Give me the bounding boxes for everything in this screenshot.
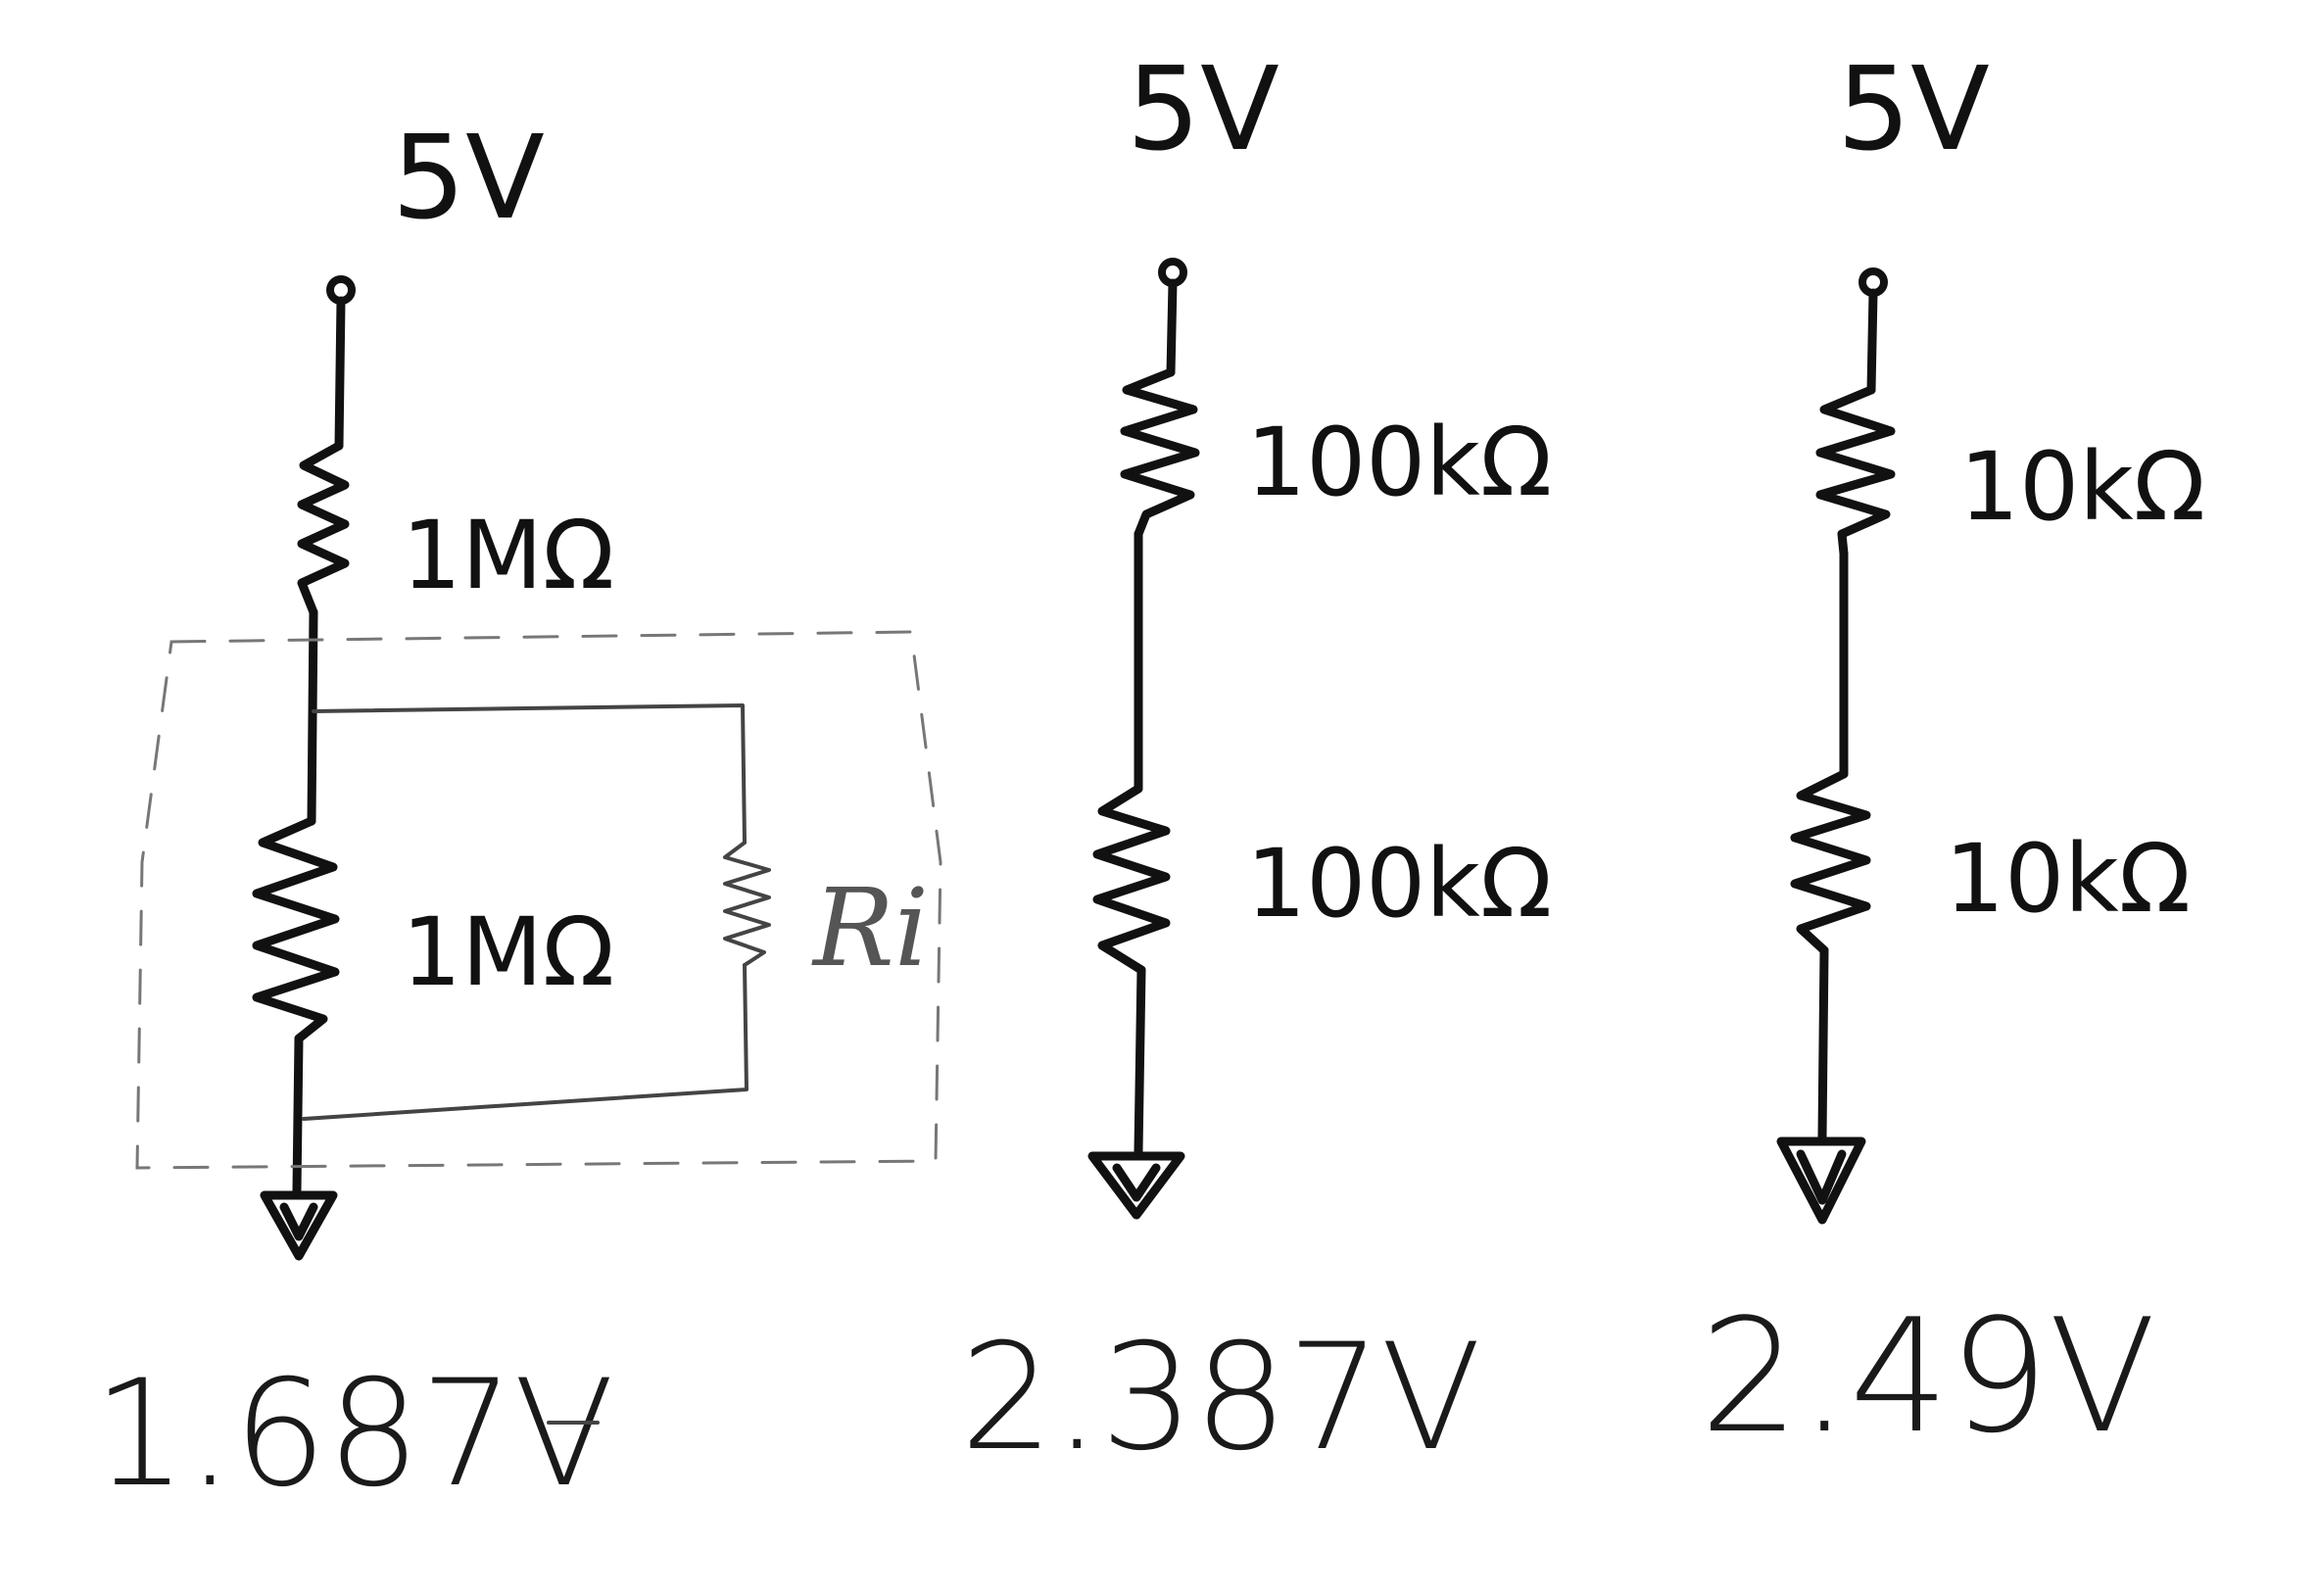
resistor-1-top-label: 1MΩ	[402, 501, 614, 610]
resistor-1-bottom-label: 1MΩ	[402, 897, 614, 1007]
ri-wire-bottom	[302, 963, 748, 1121]
circuit-10k: 5V 10kΩ 10kΩ 2.49V	[1700, 41, 2205, 1468]
resistor-2-top	[1120, 367, 1200, 539]
ri-wire-top	[312, 703, 747, 845]
wire-1-mid	[307, 607, 318, 826]
measured-voltage-3: 2.49V	[1700, 1284, 2156, 1468]
ri-label: Ri	[811, 865, 929, 991]
resistor-2-bottom	[1092, 784, 1171, 975]
wire-1-top	[334, 296, 346, 451]
ground-1	[260, 1190, 338, 1261]
resistor-2-top-label: 100kΩ	[1246, 408, 1552, 517]
circuit-100k: 5V 100kΩ 100kΩ 2.387V	[960, 41, 1552, 1483]
wire-2-low	[1134, 965, 1146, 1156]
resistor-3-bottom	[1790, 769, 1871, 955]
resistor-1-bottom	[252, 816, 340, 1043]
supply-label-2: 5V	[1127, 41, 1279, 176]
ground-3	[1776, 1137, 1866, 1225]
supply-label-1: 5V	[392, 110, 545, 245]
meter-boundary	[135, 630, 942, 1170]
ri-resistor	[723, 841, 771, 967]
measured-voltage-1: 1.687V	[93, 1349, 614, 1520]
supply-label-3: 5V	[1837, 41, 1990, 176]
resistor-3-bottom-label: 10kΩ	[1945, 824, 2191, 934]
wire-3-low	[1817, 945, 1829, 1141]
circuit-1m: 5V 1MΩ 1MΩ Ri 1.687V	[93, 110, 942, 1520]
resistor-1-top	[297, 441, 350, 617]
resistor-3-top-label: 10kΩ	[1959, 432, 2205, 542]
resistor-2-bottom-label: 100kΩ	[1246, 829, 1552, 939]
ground-2	[1087, 1151, 1185, 1220]
wire-2-top	[1166, 278, 1178, 377]
measured-voltage-2: 2.387V	[960, 1313, 1481, 1483]
resistor-3-top	[1815, 385, 1896, 558]
wire-3-top	[1866, 288, 1878, 395]
